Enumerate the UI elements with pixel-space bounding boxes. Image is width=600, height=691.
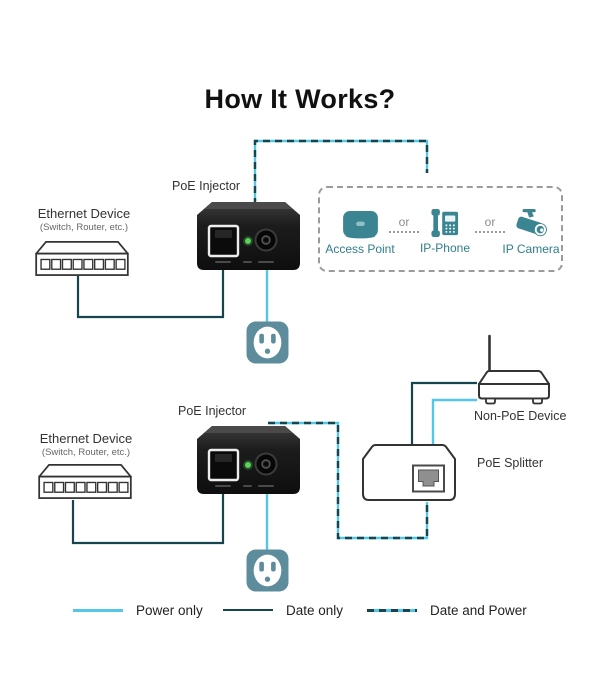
power-led bbox=[245, 238, 251, 244]
access-point-item: Access Point bbox=[322, 208, 398, 256]
ethernet-switch-illustration-bottom bbox=[38, 464, 132, 499]
ip-phone-item: IP-Phone bbox=[410, 207, 480, 255]
or-separator-1: or bbox=[389, 215, 419, 233]
router-illustration bbox=[478, 334, 550, 405]
ethernet-device-label-top: Ethernet Device (Switch, Router, etc.) bbox=[34, 206, 134, 233]
switch-ports bbox=[43, 481, 129, 493]
ip-camera-item: IP Camera bbox=[494, 208, 568, 256]
or-separator-2: or bbox=[475, 215, 505, 233]
power-line-swatch bbox=[73, 608, 123, 612]
ip-phone-label: IP-Phone bbox=[419, 241, 471, 255]
data-line-top bbox=[76, 268, 225, 319]
legend-data-label: Date only bbox=[286, 602, 344, 618]
legend-data-power-label: Date and Power bbox=[430, 602, 527, 618]
ethernet-device-sublabel: (Switch, Router, etc.) bbox=[41, 447, 131, 458]
ethernet-device-label-bottom: Ethernet Device (Switch, Router, etc.) bbox=[36, 431, 136, 458]
poe-injector-device-top bbox=[197, 202, 300, 270]
ip-phone-icon bbox=[431, 209, 459, 237]
legend-item-data: Date only bbox=[223, 602, 343, 618]
data-line-swatch bbox=[223, 608, 273, 612]
power-outlet-icon-top bbox=[246, 321, 289, 364]
poe-injector-device-bottom bbox=[197, 426, 300, 494]
switch-ports bbox=[40, 258, 126, 270]
poe-injector-label-bottom: PoE Injector bbox=[178, 404, 247, 418]
ethernet-device-sublabel: (Switch, Router, etc.) bbox=[39, 222, 129, 233]
access-point-label: Access Point bbox=[325, 242, 395, 256]
non-poe-device-label: Non-PoE Device bbox=[474, 409, 567, 423]
ip-camera-label: IP Camera bbox=[502, 242, 560, 256]
legend-item-data-power: Date and Power bbox=[367, 602, 527, 618]
powered-devices-group bbox=[318, 186, 563, 272]
data-power-line-top-dashes bbox=[253, 139, 429, 205]
power-outlet-icon-bottom bbox=[246, 549, 289, 592]
poe-splitter-illustration bbox=[362, 444, 456, 501]
data-line-bottom bbox=[71, 493, 225, 545]
legend-item-power: Power only bbox=[73, 602, 203, 618]
page-title: How It Works? bbox=[204, 84, 396, 114]
ethernet-device-name: Ethernet Device bbox=[39, 431, 133, 446]
power-led bbox=[245, 462, 251, 468]
poe-splitter-label: PoE Splitter bbox=[477, 456, 544, 470]
splitter-power-line bbox=[431, 398, 477, 446]
data-power-line-swatch bbox=[367, 608, 417, 612]
ip-camera-icon bbox=[516, 209, 547, 237]
legend-power-label: Power only bbox=[136, 602, 203, 618]
data-power-line-bottom-dashes bbox=[268, 421, 429, 540]
splitter-data-line bbox=[410, 381, 477, 446]
ethernet-device-name: Ethernet Device bbox=[37, 206, 131, 221]
poe-injector-label-top: PoE Injector bbox=[172, 179, 241, 193]
ethernet-switch-illustration-top bbox=[35, 241, 129, 276]
access-point-icon bbox=[342, 210, 378, 239]
